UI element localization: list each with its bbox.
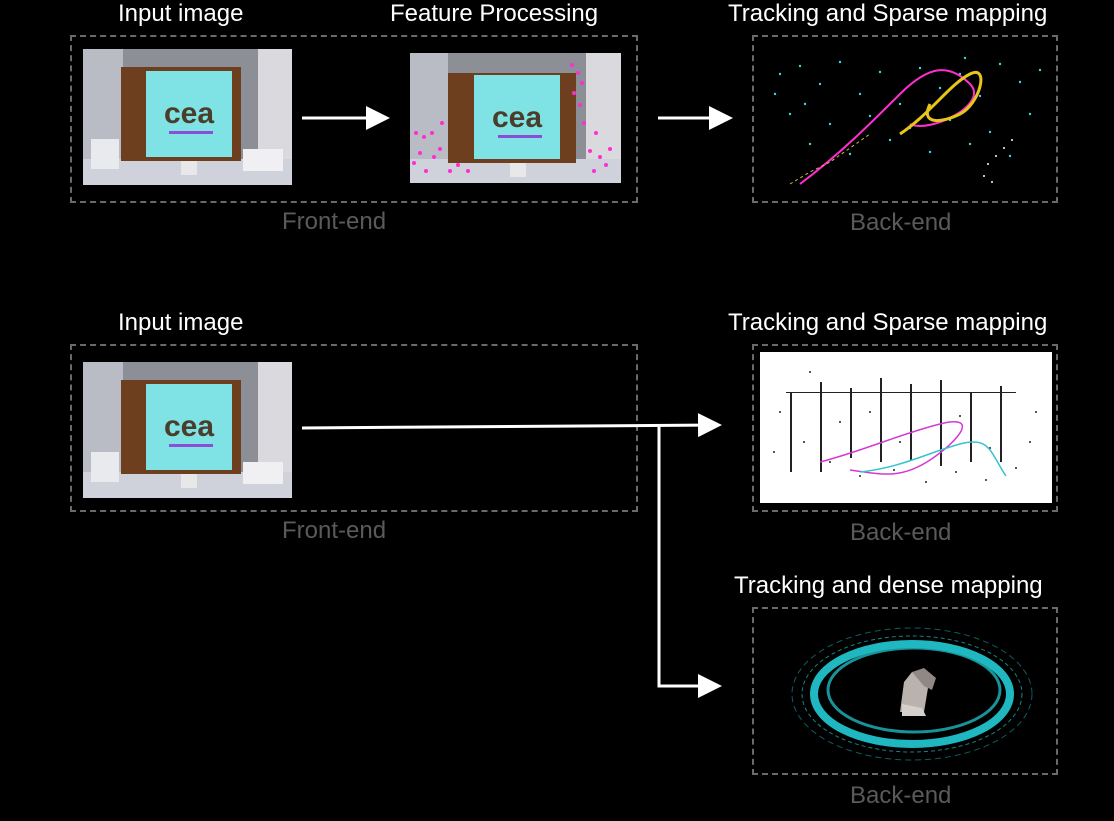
input-image-2: cea xyxy=(83,362,292,498)
arrow-input-to-sparse xyxy=(301,413,722,438)
backend-box-2 xyxy=(752,344,1058,512)
object-figure xyxy=(900,668,936,716)
arrow-input-to-dense xyxy=(657,427,722,698)
frontend-box-1 xyxy=(70,35,638,203)
sparse-map-image-1 xyxy=(760,44,1052,192)
sparse-map-image-2 xyxy=(760,352,1052,503)
sparse-mapping-title-2: Tracking and Sparse mapping xyxy=(728,309,1048,336)
frontend-caption-1: Front-end xyxy=(282,208,387,235)
backend-box-3 xyxy=(752,607,1058,775)
feature-processing-image: cea xyxy=(410,53,621,183)
backend-caption-1: Back-end xyxy=(850,209,952,236)
dense-map-image xyxy=(762,612,1050,770)
frontend-caption-2: Front-end xyxy=(282,517,387,544)
backend-caption-2: Back-end xyxy=(850,519,952,546)
trajectory-magenta-2 xyxy=(819,421,963,475)
cea-logo-2: cea xyxy=(492,101,542,134)
feature-processing-title: Feature Processing xyxy=(390,0,599,27)
dense-ring xyxy=(810,640,1014,748)
input-image-title-1: Input image xyxy=(118,0,244,27)
cea-logo-3: cea xyxy=(164,410,214,443)
input-image-title-2: Input image xyxy=(118,309,244,336)
dense-mapping-title: Tracking and dense mapping xyxy=(734,572,1043,599)
sparse-mapping-title-1: Tracking and Sparse mapping xyxy=(728,0,1048,27)
cea-logo-1: cea xyxy=(164,97,214,130)
backend-caption-3: Back-end xyxy=(850,782,952,809)
frontend-box-2 xyxy=(70,344,638,512)
input-image-1: cea xyxy=(83,49,292,185)
feature-points xyxy=(412,63,612,173)
trajectory-cyan xyxy=(859,441,1007,477)
trajectory-yellow xyxy=(899,70,983,136)
backend-box-1 xyxy=(752,35,1058,203)
